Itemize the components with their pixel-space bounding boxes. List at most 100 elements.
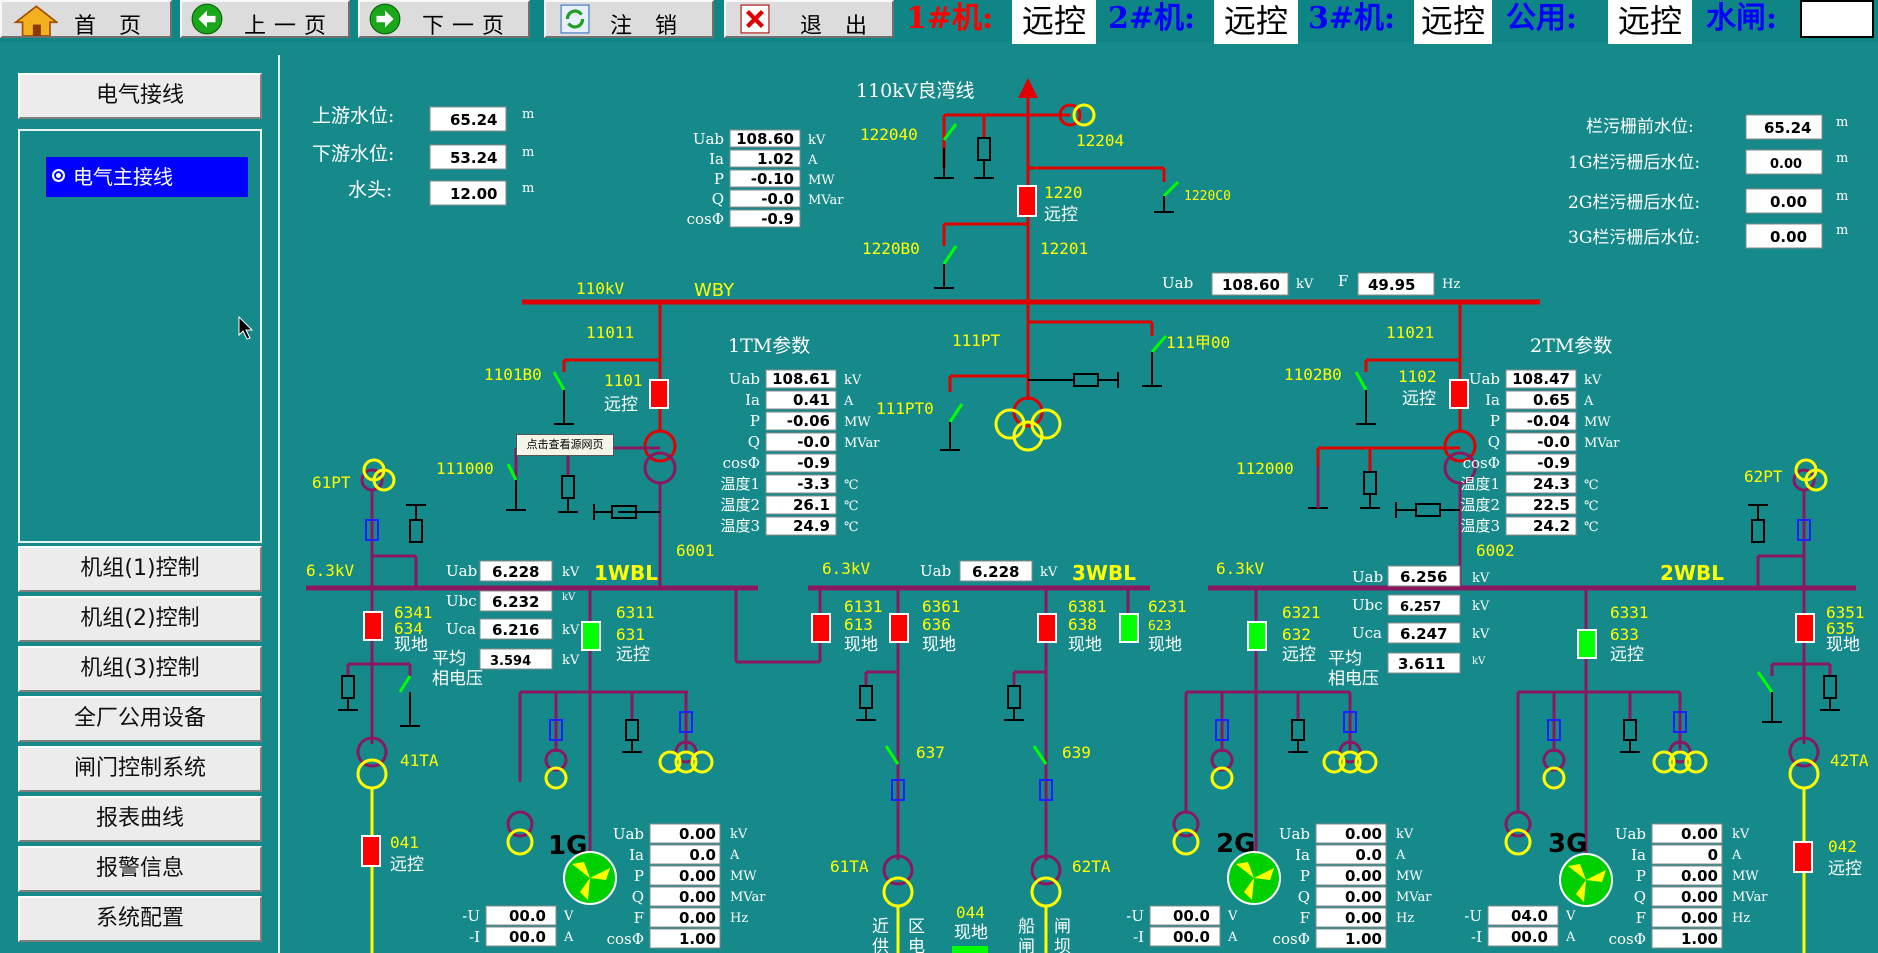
sidebar-item-unit2[interactable]: 机组(2)控制 — [18, 596, 262, 642]
breaker-1101[interactable] — [649, 379, 669, 409]
upstream-level-unit: m — [522, 107, 534, 122]
breaker-634[interactable] — [363, 611, 383, 641]
breaker-041[interactable] — [361, 835, 381, 867]
breaker-042[interactable] — [1793, 841, 1813, 873]
panel-unit: A — [807, 153, 818, 168]
switch-111jia00[interactable] — [1150, 335, 1168, 353]
label-638: 638 — [1068, 615, 1097, 634]
switch-637[interactable] — [884, 745, 900, 765]
sidebar-item-reports[interactable]: 报表曲线 — [18, 796, 262, 842]
sidebar-item-unit3[interactable]: 机组(3)控制 — [18, 646, 262, 692]
gen-diff-label: -I — [1133, 928, 1144, 946]
panel-unit: MW — [844, 415, 871, 430]
gen-diff-box — [1149, 926, 1221, 947]
switch-111000[interactable] — [506, 463, 518, 481]
breaker-636[interactable] — [889, 613, 909, 643]
label-12204: 12204 — [1076, 131, 1124, 150]
gen-diff-box — [1487, 905, 1559, 926]
bus3-uab-value: 6.228 — [972, 563, 1019, 581]
line-pt-icon — [1058, 103, 1082, 127]
g3-generator-icon[interactable] — [1559, 853, 1613, 907]
label-42TA: 42TA — [1830, 751, 1869, 770]
label-11021: 11021 — [1386, 323, 1434, 342]
gen-param-box — [1315, 928, 1387, 949]
g1-excitation-transformer-icon — [506, 810, 534, 856]
sidebar-item-gate[interactable]: 闸门控制系统 — [18, 746, 262, 792]
sidebar-item-alarms[interactable]: 报警信息 — [18, 846, 262, 892]
gen-param-label: P — [634, 867, 644, 885]
pt111-transformer-icon — [994, 396, 1062, 452]
arrester-634 — [341, 675, 355, 699]
label-633: 633 — [1610, 625, 1639, 644]
bus1-uab-unit: kV — [562, 565, 580, 580]
label-1101B0: 1101B0 — [484, 365, 542, 384]
bus2-avg-unit: kV — [1472, 656, 1486, 667]
breaker-638[interactable] — [1037, 613, 1057, 643]
sidebar-item-config[interactable]: 系统配置 — [18, 896, 262, 942]
switch-639[interactable] — [1032, 745, 1048, 765]
switch-634-earth[interactable] — [398, 675, 412, 693]
switch-1220C0[interactable] — [1162, 180, 1180, 198]
panel-unit: A — [843, 394, 854, 409]
gen-diff-box — [1487, 926, 1559, 947]
g1-generator-icon[interactable] — [563, 851, 617, 905]
next-page-button[interactable]: 下一页 — [358, 0, 530, 39]
gen-diff-label: -U — [462, 907, 480, 925]
panel-label: P — [750, 412, 760, 430]
gen-diff-unit: V — [1227, 909, 1238, 924]
g2-generator-icon[interactable] — [1227, 851, 1281, 905]
panel-unit: ℃ — [844, 520, 859, 535]
panel-value-box — [765, 411, 837, 431]
gen-param-box — [1651, 886, 1723, 907]
breaker-044[interactable] — [952, 946, 988, 953]
switch-1220B0[interactable] — [942, 245, 958, 265]
switch-111PT0[interactable] — [948, 403, 964, 423]
exit-button[interactable]: 退 出 — [724, 0, 894, 39]
sluice-status-label: 水闸: — [1706, 1, 1778, 36]
home-button[interactable]: 首 页 — [0, 0, 172, 39]
panel-label: Uab — [729, 370, 760, 388]
tree-item-main-wiring[interactable]: 电气主接线 — [46, 157, 248, 197]
switch-1102B0[interactable] — [1354, 371, 1368, 391]
panel-value: -0.06 — [787, 412, 830, 430]
gen-diff-value: 00.0 — [1173, 907, 1210, 925]
gen-diff-value: 00.0 — [1173, 928, 1210, 946]
fuse-g3 — [1547, 719, 1561, 741]
sidebar-item-unit1[interactable]: 机组(1)控制 — [18, 546, 262, 592]
panel-value: -0.9 — [761, 210, 794, 228]
panel-label: Q — [1488, 433, 1500, 451]
switch-635-earth[interactable] — [1756, 671, 1774, 693]
tree-item-label: 电气主接线 — [73, 165, 173, 189]
sidebar-item-common[interactable]: 全厂公用设备 — [18, 696, 262, 742]
label-112000: 112000 — [1236, 459, 1294, 478]
gen-param-label: cosΦ — [1273, 930, 1310, 948]
gen-diff-label: -U — [1126, 907, 1144, 925]
breaker-1220[interactable] — [1017, 185, 1037, 217]
breaker-635[interactable] — [1795, 613, 1815, 643]
panel-value-box — [765, 453, 837, 473]
sidebar: 电气接线 电气主接线 机组(1)控制 机组(2)控制 机组(3)控制 全厂公用设… — [0, 55, 280, 953]
arrester-g3 — [1623, 719, 1637, 741]
breaker-631[interactable] — [581, 621, 601, 651]
switch-122040[interactable] — [942, 123, 958, 141]
sidebar-item-electrical[interactable]: 电气接线 — [18, 73, 262, 119]
label-111jia00: 111甲00 — [1166, 333, 1230, 352]
breaker-1102[interactable] — [1449, 379, 1469, 409]
prev-page-button[interactable]: 上一页 — [180, 0, 350, 39]
fuse-icon-2 — [1415, 503, 1441, 517]
switch-1101B0[interactable] — [552, 371, 566, 391]
common-status-value: 远控 — [1608, 0, 1692, 44]
breaker-613[interactable] — [811, 613, 831, 643]
label-41TA: 41TA — [400, 751, 439, 770]
panel-label: 温度3 — [1460, 517, 1500, 535]
logout-button[interactable]: 注 销 — [544, 0, 714, 39]
panel-value: 24.9 — [793, 517, 830, 535]
breaker-623[interactable] — [1119, 613, 1139, 643]
breaker-632[interactable] — [1247, 621, 1267, 651]
state-1101: 远控 — [604, 395, 638, 415]
breaker-633[interactable] — [1577, 629, 1597, 659]
rack-g3-label: 3G栏污栅后水位: — [1568, 228, 1700, 248]
panel-value: 22.5 — [1533, 496, 1570, 514]
unit1-status-value: 远控 — [1012, 0, 1096, 44]
